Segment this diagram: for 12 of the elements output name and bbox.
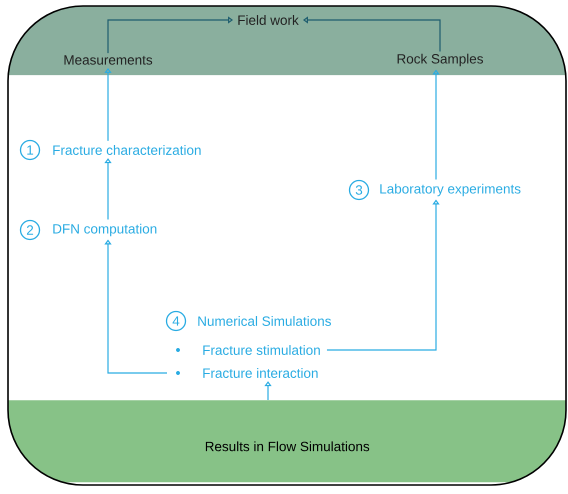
step-text: Numerical Simulations — [198, 316, 331, 326]
heading-text: Measurements — [64, 55, 152, 65]
step-text: Laboratory experiments — [380, 184, 520, 196]
results-band: Results in Flow Simulations — [8, 400, 566, 482]
heading-text: Field work — [238, 15, 299, 25]
bullet-item: Fracture stimulation — [203, 345, 320, 355]
heading-text: Rock Samples — [398, 54, 483, 66]
step-text: Fracture characterization — [53, 145, 201, 155]
arrow — [104, 240, 167, 374]
step-text: DFN computation — [53, 224, 156, 236]
bullet-item: Fracture interaction — [203, 368, 318, 378]
header-band — [8, 6, 566, 76]
